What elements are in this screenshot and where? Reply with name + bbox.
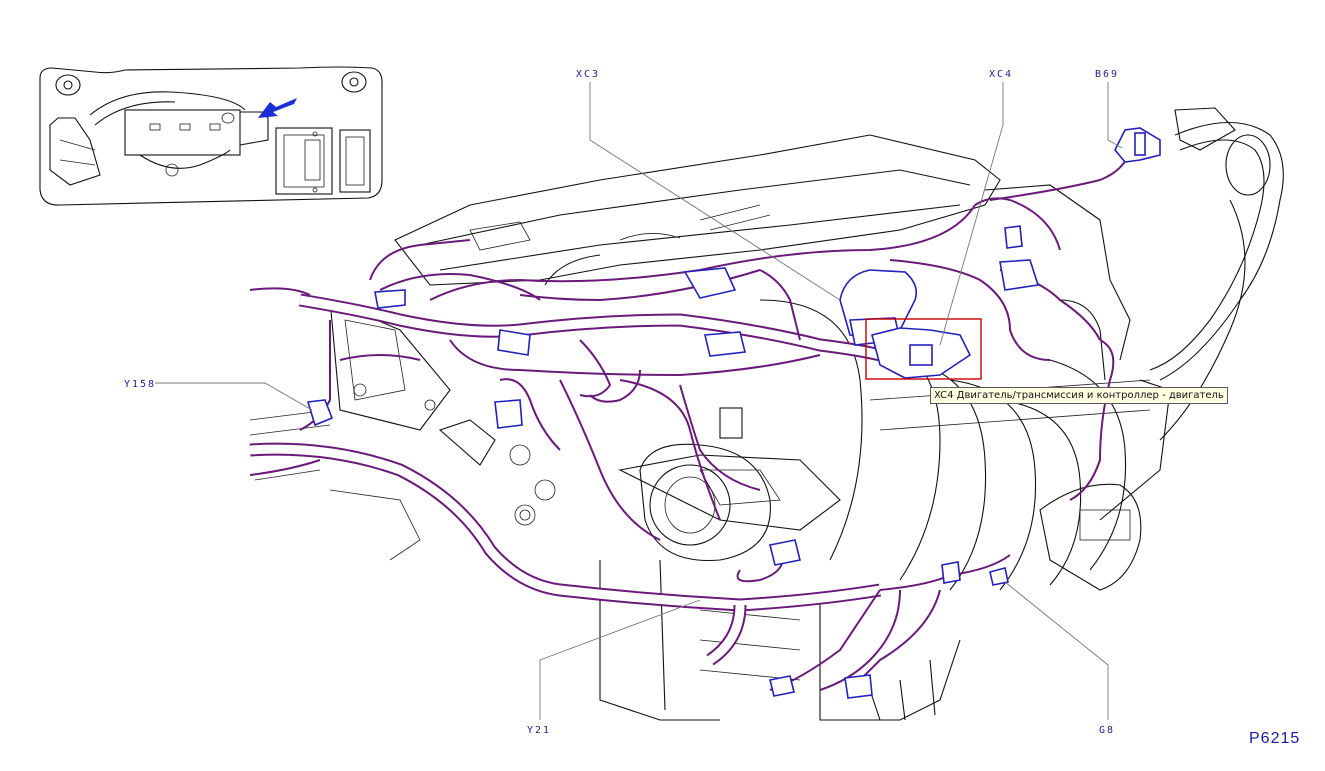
callout-xc4[interactable]: XC4 bbox=[989, 69, 1013, 80]
xc4-highlight-box bbox=[865, 318, 982, 380]
callout-b69[interactable]: B69 bbox=[1095, 69, 1119, 80]
engine-outline bbox=[249, 107, 1284, 721]
callout-y21[interactable]: Y21 bbox=[527, 725, 551, 736]
connectors bbox=[306, 127, 1161, 699]
xc4-tooltip: XC4 Двигатель/трансмиссия и контроллер -… bbox=[930, 387, 1228, 404]
callout-g8[interactable]: G8 bbox=[1099, 725, 1115, 736]
callout-xc3[interactable]: XC3 bbox=[576, 69, 600, 80]
callout-y158[interactable]: Y158 bbox=[124, 379, 156, 390]
connector-g8 bbox=[989, 567, 1009, 586]
leader-lines bbox=[155, 82, 1123, 720]
figure-id: P6215 bbox=[1249, 730, 1300, 747]
inset-detail-view bbox=[39, 66, 383, 206]
connector-y158 bbox=[306, 399, 334, 427]
arrow-icon bbox=[258, 98, 297, 118]
